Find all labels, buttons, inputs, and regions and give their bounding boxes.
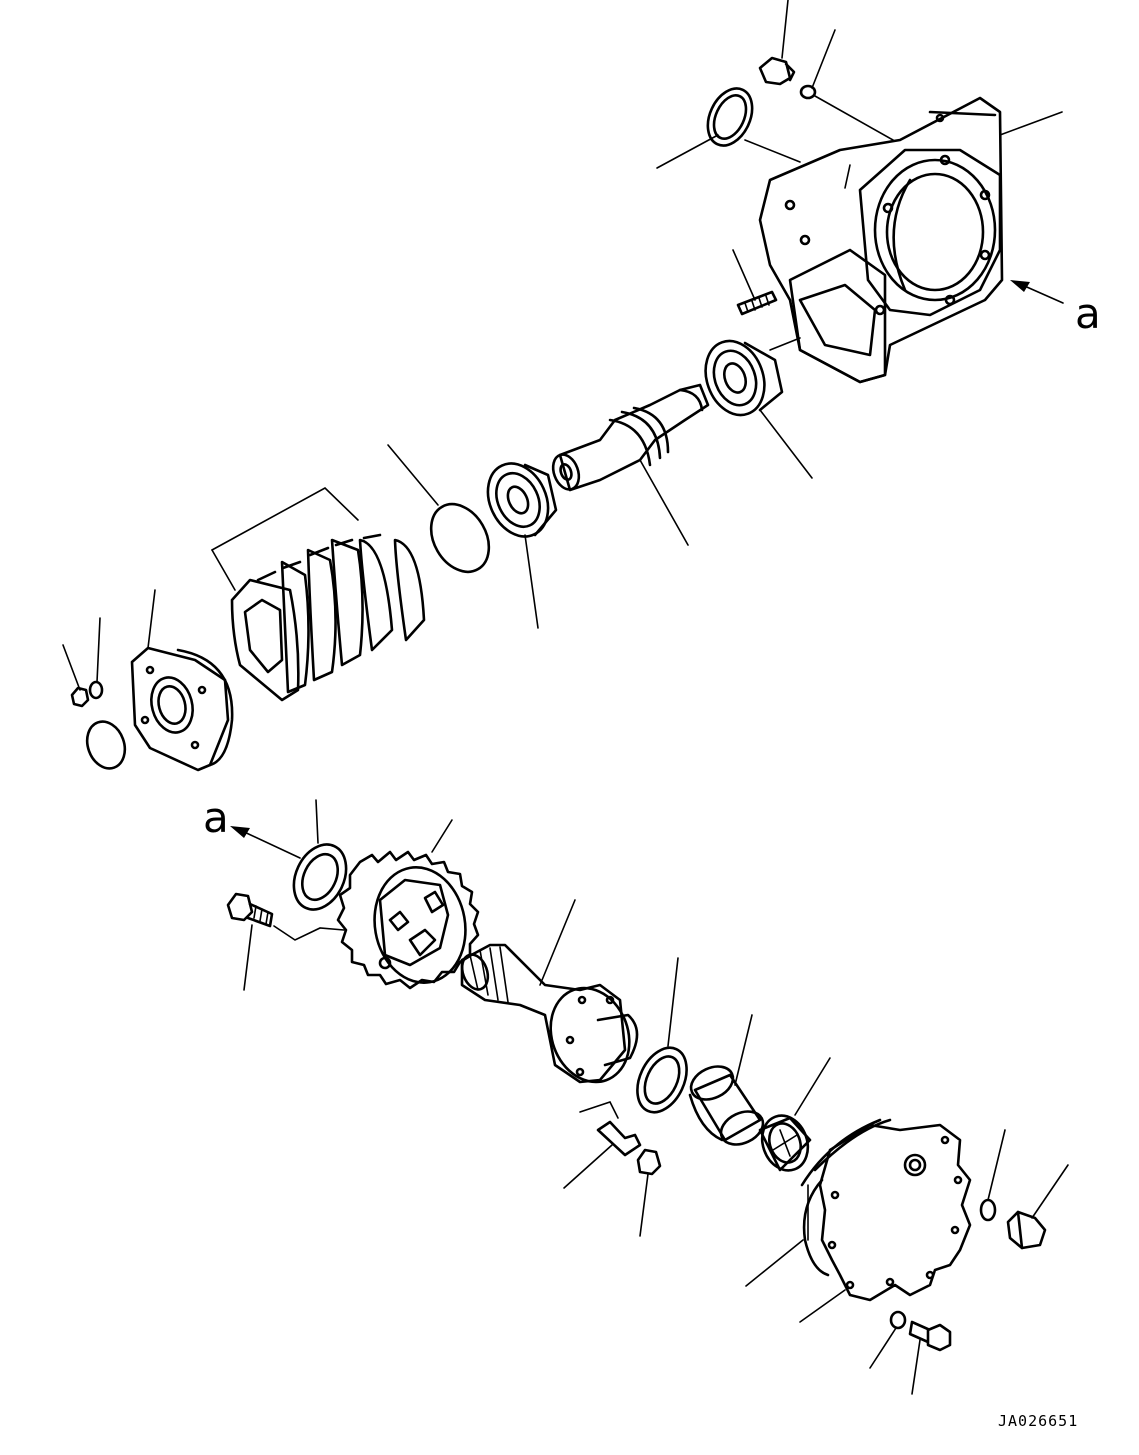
washer-left: [88, 680, 104, 700]
o-ring-right: [979, 1198, 997, 1222]
rear-cover: [802, 1118, 972, 1302]
o-ring-middle: [429, 502, 491, 574]
washer-bottom: [889, 1310, 907, 1330]
drain-plug: [1006, 1210, 1047, 1250]
o-ring-left: [85, 720, 127, 770]
drawing-code: JA026651: [998, 1412, 1078, 1430]
view-reference-top-label: a: [1075, 289, 1101, 338]
drive-gear: [336, 850, 480, 990]
nut-left: [70, 686, 90, 708]
snap-ring: [636, 1046, 688, 1114]
housing: [758, 96, 1004, 384]
cover-bolt-bottom: [908, 1320, 952, 1352]
cover-gasket: [800, 1118, 882, 1187]
stud-bolt: [736, 290, 778, 316]
gear-mounting-bolt: [226, 892, 274, 928]
bearing-left: [486, 462, 558, 538]
view-arrow-top: a: [1010, 280, 1101, 338]
o-ring-top: [799, 84, 817, 100]
view-arrow-bottom: a: [203, 793, 301, 859]
roller-bearing: [758, 1114, 812, 1172]
leader-lines-upper: [62, 0, 1063, 691]
view-reference-bottom-label: a: [203, 793, 229, 842]
lock-plate: [596, 1120, 642, 1157]
plug-bolt-top: [758, 56, 796, 86]
collar-spacer: [688, 1065, 765, 1146]
output-shaft: [460, 943, 639, 1084]
oil-seal-bottom: [292, 843, 348, 911]
clutch-plates: [230, 533, 426, 702]
nut-output-shaft: [636, 1148, 662, 1176]
bearing-cage-flange: [130, 646, 234, 772]
oil-seal-top: [706, 87, 754, 147]
input-shaft: [551, 383, 710, 492]
bearing-right: [704, 339, 784, 417]
leader-lines-lower: [243, 799, 1069, 1395]
